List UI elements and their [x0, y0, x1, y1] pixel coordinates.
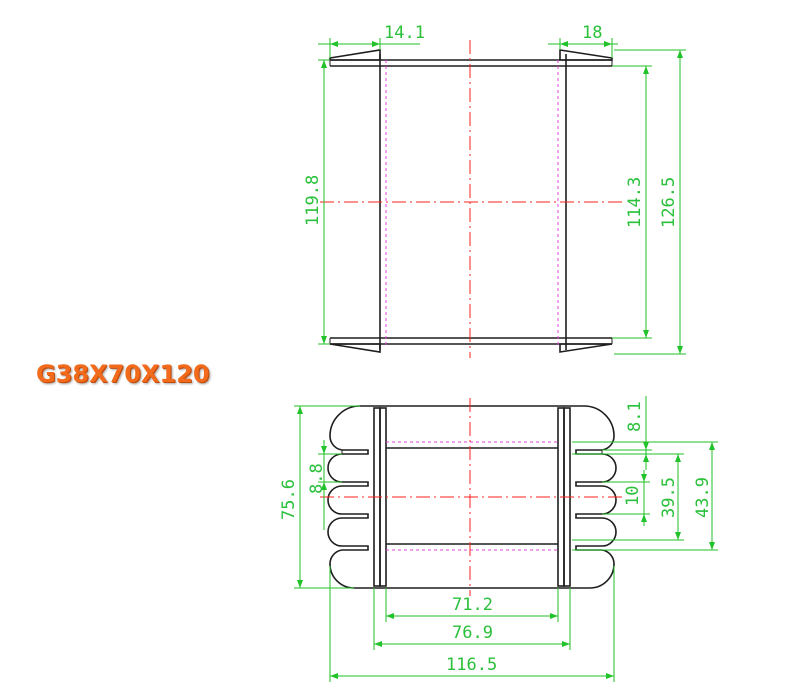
dim-overall-width: 116.5	[329, 566, 615, 682]
dim-slot-left-label: 8.8	[307, 463, 327, 494]
bottom-flange	[329, 337, 613, 353]
dim-slot-width-label: 8.1	[625, 401, 645, 432]
dim-inner-width-label: 71.2	[452, 595, 493, 615]
dim-core-width-label: 76.9	[452, 623, 493, 643]
bottom-view: 75.6 8.8 8.1 10	[279, 396, 718, 682]
dim-slot-left: 8.8	[307, 440, 342, 530]
top-view: 14.1 18 119.8 114.3	[303, 23, 686, 358]
dim-flange-right: 18	[548, 23, 618, 58]
dim-outer-height: 43.9	[572, 441, 718, 551]
dim-flange-left-label: 14.1	[384, 23, 425, 43]
dim-inner-height-label: 119.8	[303, 175, 323, 226]
dim-flange-left: 14.1	[318, 23, 425, 58]
dim-window-height-label: 39.5	[659, 477, 679, 518]
dim-core-height-label: 114.3	[625, 177, 645, 228]
dim-window-height: 39.5	[572, 453, 684, 541]
flange-outline	[327, 405, 617, 589]
dim-overall-height-label: 126.5	[659, 177, 679, 228]
dim-core-width: 76.9	[373, 588, 571, 650]
part-title: G38X70X120	[36, 360, 210, 388]
dim-outer-height-label: 43.9	[693, 477, 713, 518]
dim-overall-height: 126.5	[614, 49, 686, 355]
dim-slot-width: 8.1	[602, 396, 652, 470]
dim-pin-pitch-label: 10	[623, 486, 643, 506]
dim-overall-height-bottom-label: 75.6	[279, 479, 299, 520]
dim-inner-height: 119.8	[303, 59, 330, 345]
dim-overall-width-label: 116.5	[446, 655, 497, 675]
dim-overall-height-bottom: 75.6	[279, 405, 360, 589]
dim-pin-pitch: 10	[602, 470, 650, 526]
dim-core-height: 114.3	[612, 65, 652, 339]
top-flange	[329, 49, 613, 67]
dim-flange-right-label: 18	[582, 23, 602, 43]
dim-inner-width: 71.2	[385, 588, 559, 622]
